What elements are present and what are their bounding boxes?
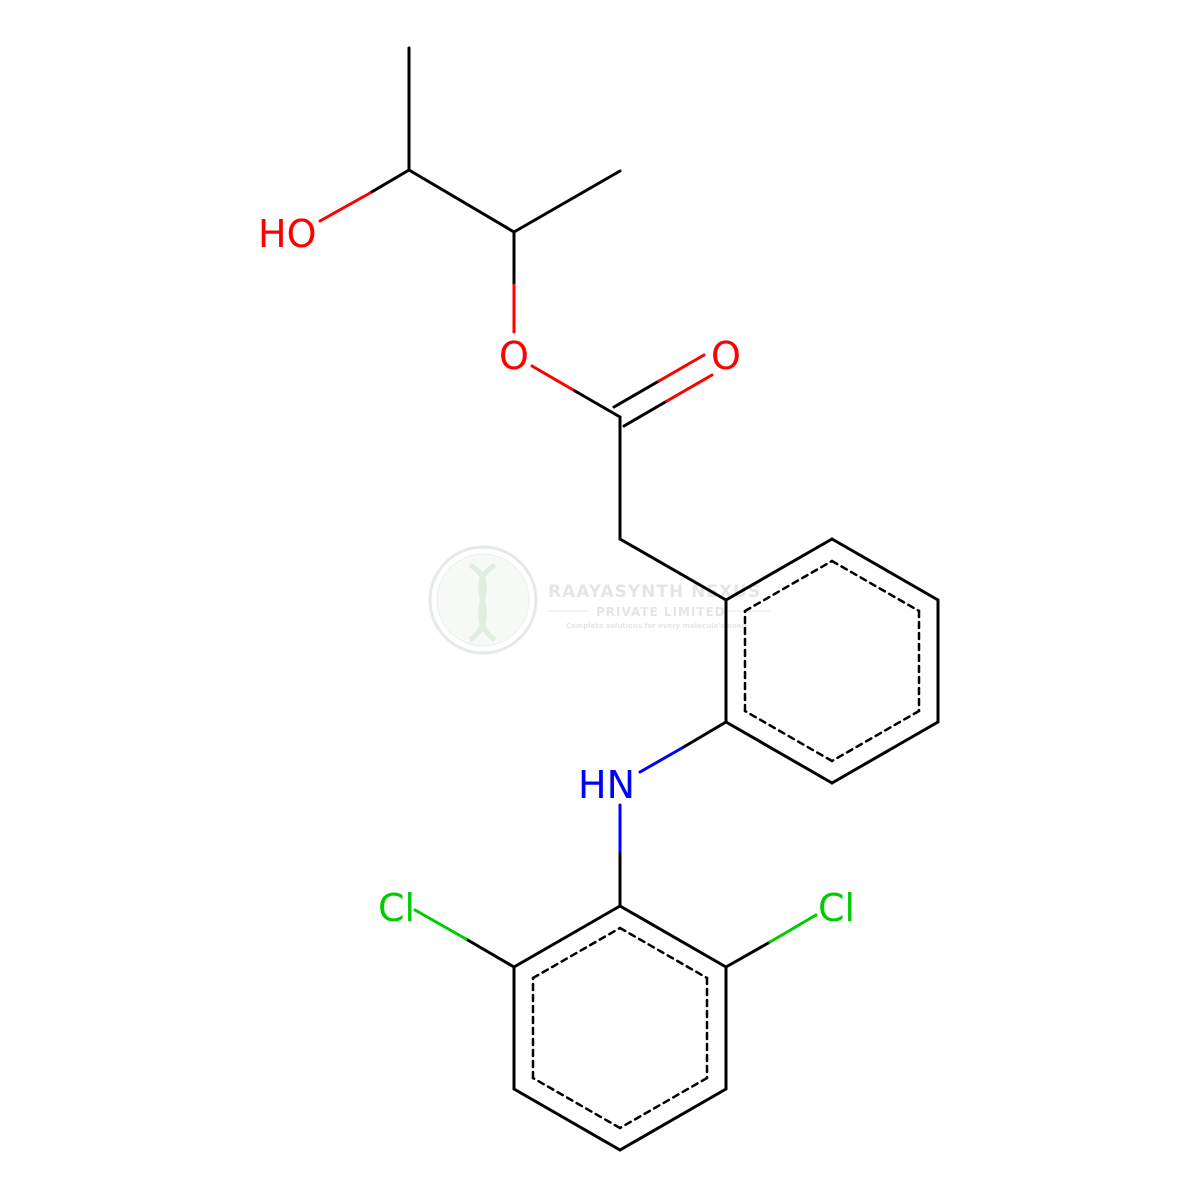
atom-label-hydroxyl: HO — [258, 212, 316, 256]
bond-ring-cl-left-black — [464, 937, 516, 969]
watermark-logo-inner — [436, 553, 530, 647]
bonds — [318, 46, 940, 1152]
watermark: RAAYASYNTH NEXUS PRIVATE LIMITED Complet… — [428, 545, 770, 655]
bond-o-carbonyl-black — [573, 389, 622, 419]
ring1-bond-4 — [830, 720, 940, 785]
ring1-bond-2 — [830, 537, 940, 602]
bond-carbonyl-2-red — [665, 373, 714, 403]
atom-label-amine: HN — [578, 763, 635, 807]
watermark-company: RAAYASYNTH NEXUS — [548, 582, 761, 602]
bond-o-carbonyl-red — [530, 364, 577, 393]
bond-ring-cl-right-green — [768, 913, 818, 944]
bond-carbonyl-1-red — [657, 353, 706, 383]
bond-methyl-right — [512, 169, 622, 234]
bond-carbonyl-2-black — [622, 399, 669, 428]
ring1-bond-1 — [724, 537, 834, 602]
ring1-bond-5 — [724, 720, 834, 785]
bond-ring-n-black — [680, 720, 728, 750]
watermark-logo-ring — [428, 545, 538, 655]
atom-label-chlorine-left: Cl — [378, 886, 415, 930]
ring2-bond-1 — [618, 904, 728, 969]
ring2-bond-6 — [512, 904, 622, 969]
ring2-bond-4 — [512, 1087, 622, 1152]
bond-carbonyl-1-black — [612, 379, 661, 409]
bond-ch2-ring — [618, 537, 728, 602]
dna-helix-icon — [468, 562, 497, 643]
bond-ring-cl-left-green — [413, 908, 468, 941]
ring2-bond-3 — [618, 1087, 728, 1152]
ring1-aromatic-dashes — [743, 559, 921, 763]
atom-label-ester-oxygen: O — [499, 334, 529, 378]
bond-c-oh-black — [368, 168, 411, 195]
bond-ring-n-blue — [638, 746, 684, 774]
bond-ring-cl-right-black — [724, 940, 772, 969]
bond-c-oh-red — [318, 191, 372, 223]
watermark-tagline: Complete solutions for every molecule's … — [566, 622, 746, 630]
ring2-aromatic-dashes — [531, 926, 709, 1130]
bond-c-c — [407, 168, 516, 234]
watermark-subtitle: PRIVATE LIMITED — [596, 605, 726, 619]
atom-label-chlorine-right: Cl — [818, 886, 855, 930]
atom-label-carbonyl-oxygen: O — [711, 334, 741, 378]
